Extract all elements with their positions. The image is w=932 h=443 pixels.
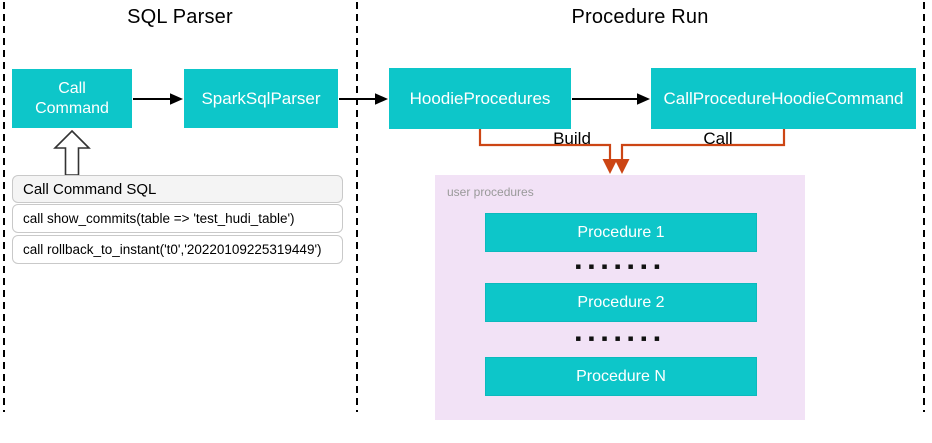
node-label: HoodieProcedures (409, 88, 551, 108)
sql-example-row: call rollback_to_instant('t0','202201092… (12, 235, 343, 264)
node-label: CallProcedureHoodieCommand (663, 88, 904, 108)
right-arrow-icon (572, 93, 650, 105)
sql-example-row: call show_commits(table => 'test_hudi_ta… (12, 204, 343, 233)
procedure-1-box: Procedure 1 (485, 213, 757, 252)
hollow-up-arrow-icon (53, 129, 91, 176)
ellipsis-dots: ▪▪▪▪▪▪▪ (575, 334, 667, 344)
edge-label-call: Call (703, 129, 733, 148)
sql-panel-title: Call Command SQL (23, 180, 157, 198)
sql-example-text: call show_commits(table => 'test_hudi_ta… (23, 211, 295, 226)
procedure-label: Procedure 2 (577, 293, 665, 311)
edge-label-build: Build (553, 129, 591, 148)
down-arrow-icon (614, 159, 630, 174)
section-title-sql-parser: SQL Parser (127, 6, 233, 28)
down-arrow-icon (602, 159, 618, 174)
ellipsis-dots: ▪▪▪▪▪▪▪ (575, 262, 667, 272)
procedure-label: Procedure N (576, 367, 666, 385)
node-call-procedure-hoodie-command: CallProcedureHoodieCommand (651, 68, 916, 129)
build-connector (478, 129, 618, 174)
node-call-command: Call Command (12, 69, 132, 128)
node-label: Call Command (35, 79, 109, 117)
user-procedures-container: user procedures Procedure 1 ▪▪▪▪▪▪▪ Proc… (435, 175, 805, 420)
procedure-n-box: Procedure N (485, 357, 757, 396)
sql-panel-header: Call Command SQL (12, 175, 343, 203)
procedure-2-box: Procedure 2 (485, 283, 757, 322)
section-title-procedure-run: Procedure Run (571, 6, 709, 28)
call-connector (614, 129, 786, 174)
node-label: SparkSqlParser (201, 88, 321, 108)
node-hoodie-procedures: HoodieProcedures (389, 68, 571, 129)
node-spark-sql-parser: SparkSqlParser (184, 69, 338, 128)
right-arrow-icon (339, 93, 388, 105)
sql-example-text: call rollback_to_instant('t0','202201092… (23, 242, 322, 257)
procedure-label: Procedure 1 (577, 223, 665, 241)
user-procedures-label: user procedures (447, 185, 534, 199)
right-arrow-icon (133, 93, 183, 105)
